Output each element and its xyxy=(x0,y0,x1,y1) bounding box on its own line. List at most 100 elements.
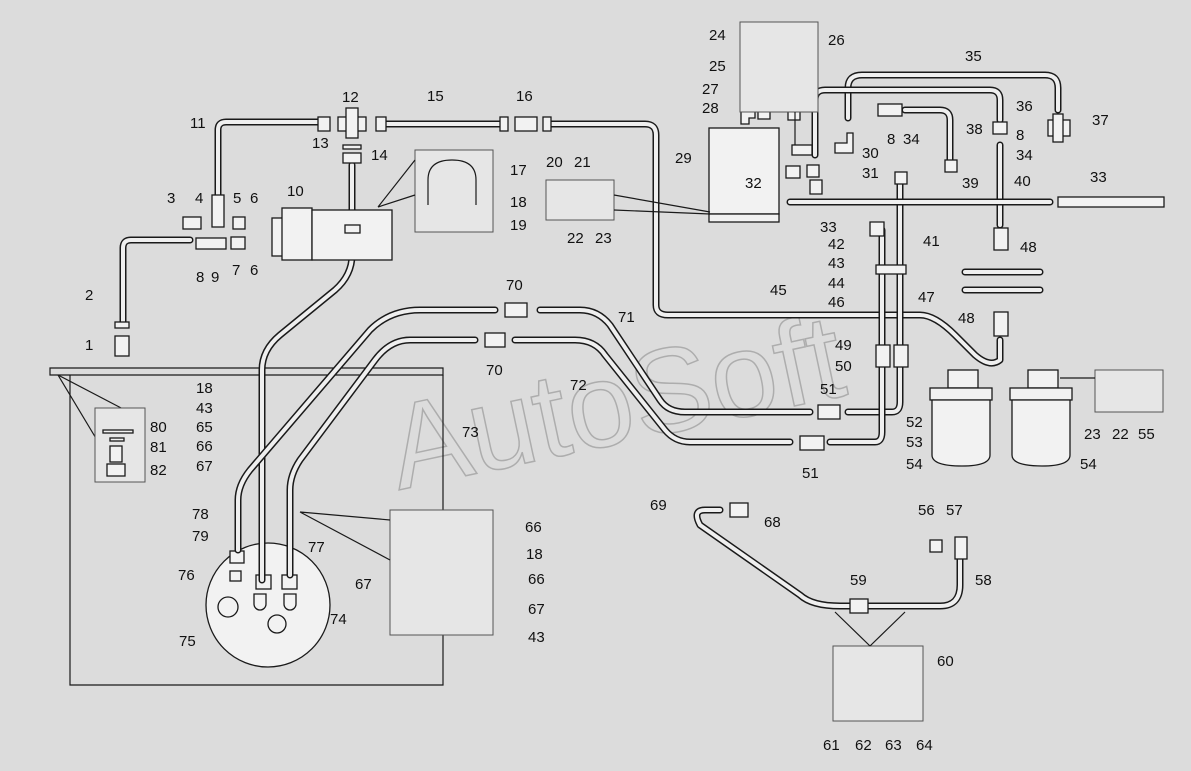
fuel-tank xyxy=(49,367,444,686)
callout-c50: 50 xyxy=(835,358,852,375)
callout-c2: 2 xyxy=(85,287,93,304)
callout-c29: 29 xyxy=(675,150,692,167)
callout-c46: 46 xyxy=(828,294,845,311)
callout-c21: 21 xyxy=(574,154,591,171)
callout-c45: 45 xyxy=(770,282,787,299)
callout-c8b: 8 xyxy=(887,131,895,148)
callout-c5: 5 xyxy=(233,190,241,207)
callout-c53: 53 xyxy=(906,434,923,451)
callout-c67b: 67 xyxy=(528,601,545,618)
callout-c19: 19 xyxy=(510,217,527,234)
callout-c48b: 48 xyxy=(958,310,975,327)
callout-c34b: 34 xyxy=(1016,147,1033,164)
callout-c22a: 22 xyxy=(567,230,584,247)
callout-c81: 81 xyxy=(150,439,167,456)
callout-c8a: 8 xyxy=(196,269,204,286)
callout-c43a: 43 xyxy=(828,255,845,272)
callout-c75: 75 xyxy=(179,633,196,650)
callout-c42: 42 xyxy=(828,236,845,253)
callout-c49: 49 xyxy=(835,337,852,354)
callout-c36: 36 xyxy=(1016,98,1033,115)
callout-c79: 79 xyxy=(192,528,209,545)
callout-c3: 3 xyxy=(167,190,175,207)
callout-c10: 10 xyxy=(287,183,304,200)
callout-c39: 39 xyxy=(962,175,979,192)
callout-c51a: 51 xyxy=(820,381,837,398)
callout-c32: 32 xyxy=(745,175,762,192)
callout-c16: 16 xyxy=(516,88,533,105)
callout-c54b: 54 xyxy=(1080,456,1097,473)
callout-c18c: 18 xyxy=(196,380,213,397)
callout-c69: 69 xyxy=(650,497,667,514)
callout-c37: 37 xyxy=(1092,112,1109,129)
callout-c73: 73 xyxy=(462,424,479,441)
callout-c71: 71 xyxy=(618,309,635,326)
filter-right xyxy=(1009,369,1073,467)
callout-c70b: 70 xyxy=(486,362,503,379)
callout-c6b: 6 xyxy=(250,262,258,279)
callout-c66b: 66 xyxy=(528,571,545,588)
filter-left xyxy=(929,369,993,467)
callout-c15: 15 xyxy=(427,88,444,105)
callout-c41: 41 xyxy=(923,233,940,250)
callout-c82: 82 xyxy=(150,462,167,479)
callout-c6a: 6 xyxy=(250,190,258,207)
callout-c8c: 8 xyxy=(1016,127,1024,144)
callout-c24: 24 xyxy=(709,27,726,44)
callout-c23b: 23 xyxy=(1084,426,1101,443)
components xyxy=(114,103,1073,614)
callout-c66c: 66 xyxy=(196,438,213,455)
fuel-lines xyxy=(119,71,1165,610)
callout-c64: 64 xyxy=(916,737,933,754)
callout-c67a: 67 xyxy=(355,576,372,593)
callout-c40: 40 xyxy=(1014,173,1031,190)
callout-c61: 61 xyxy=(823,737,840,754)
callout-c7: 7 xyxy=(232,262,240,279)
callout-c66a: 66 xyxy=(525,519,542,536)
callout-c56: 56 xyxy=(918,502,935,519)
callout-c27: 27 xyxy=(702,81,719,98)
callout-c54a: 54 xyxy=(906,456,923,473)
callout-c20: 20 xyxy=(546,154,563,171)
callout-c59: 59 xyxy=(850,572,867,589)
callout-c78: 78 xyxy=(192,506,209,523)
callout-c51b: 51 xyxy=(802,465,819,482)
detail-boxes xyxy=(299,21,1164,722)
callout-c17: 17 xyxy=(510,162,527,179)
callout-c35: 35 xyxy=(965,48,982,65)
callout-c80: 80 xyxy=(150,419,167,436)
callout-c44: 44 xyxy=(828,275,845,292)
callout-c60: 60 xyxy=(937,653,954,670)
callout-c62: 62 xyxy=(855,737,872,754)
callout-c11: 11 xyxy=(190,115,206,132)
callout-c67c: 67 xyxy=(196,458,213,475)
callout-c52: 52 xyxy=(906,414,923,431)
callout-c23a: 23 xyxy=(595,230,612,247)
callout-c31: 31 xyxy=(862,165,879,182)
callout-c18a: 18 xyxy=(510,194,527,211)
callout-c48a: 48 xyxy=(1020,239,1037,256)
callout-c55: 55 xyxy=(1138,426,1155,443)
callout-c13: 13 xyxy=(312,135,329,152)
callout-c22b: 22 xyxy=(1112,426,1129,443)
callout-c34a: 34 xyxy=(903,131,920,148)
callout-c28: 28 xyxy=(702,100,719,117)
callout-c68: 68 xyxy=(764,514,781,531)
callout-c63: 63 xyxy=(885,737,902,754)
callout-c33a: 33 xyxy=(820,219,837,236)
callout-c1: 1 xyxy=(85,337,93,354)
callout-c65: 65 xyxy=(196,419,213,436)
callout-c9: 9 xyxy=(211,269,219,286)
callout-c72: 72 xyxy=(570,377,587,394)
callout-c38: 38 xyxy=(966,121,983,138)
callout-c43c: 43 xyxy=(196,400,213,417)
callout-c74: 74 xyxy=(330,611,347,628)
callout-c18b: 18 xyxy=(526,546,543,563)
callout-c12: 12 xyxy=(342,89,359,106)
callout-c57: 57 xyxy=(946,502,963,519)
callout-c76: 76 xyxy=(178,567,195,584)
callout-c47: 47 xyxy=(918,289,935,306)
callout-c25: 25 xyxy=(709,58,726,75)
